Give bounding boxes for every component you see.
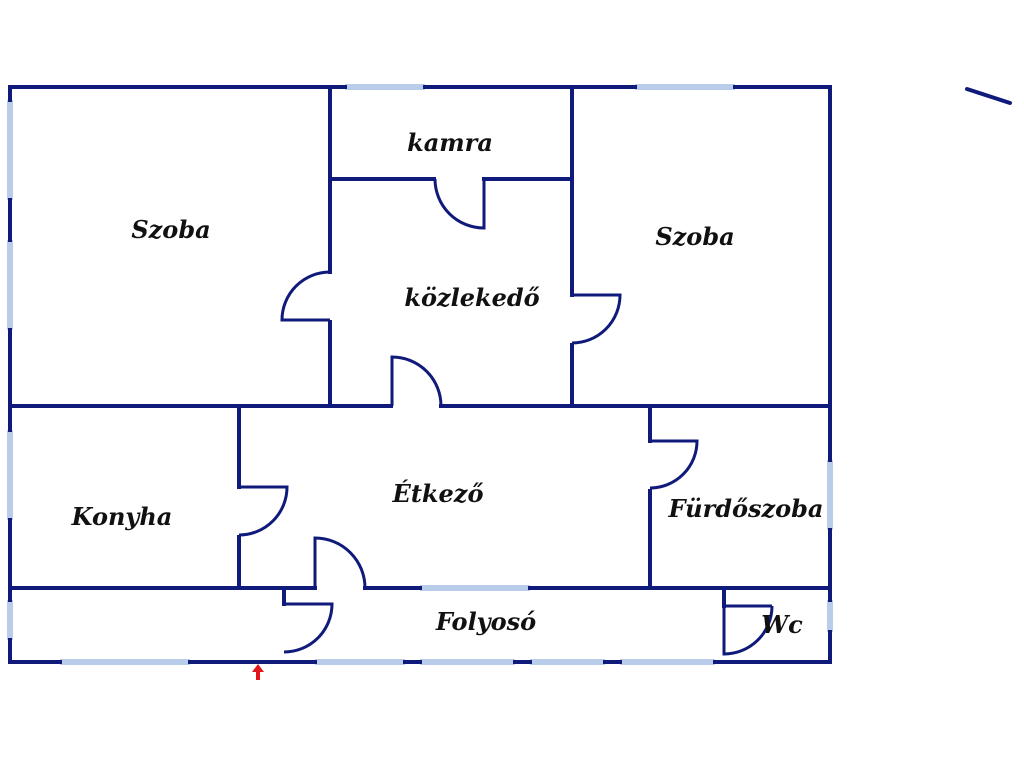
room-label-furdoszoba: Fürdőszoba	[668, 494, 824, 523]
door-furdoszoba	[649, 439, 699, 490]
room-labels: Szoba kamra Szoba közlekedő Konyha Étkez…	[71, 128, 824, 639]
room-label-szoba: Szoba	[131, 215, 210, 244]
door-kamra	[433, 178, 486, 230]
door-konyha	[238, 485, 289, 537]
door-wc	[722, 604, 774, 656]
room-label-etkezo: Étkező	[392, 479, 484, 508]
room-label-kozlekedo: közlekedő	[404, 283, 539, 312]
room-label-szoba: Szoba	[655, 222, 734, 251]
door-etkezo-folyoso	[313, 536, 367, 589]
door-szoba-right	[571, 293, 622, 345]
room-label-folyoso: Folyosó	[435, 607, 536, 636]
entrance-arrow-icon	[252, 664, 264, 680]
door-szoba-left	[280, 270, 331, 322]
door-entrance	[283, 602, 334, 654]
room-label-konyha: Konyha	[71, 502, 173, 531]
doors	[238, 178, 774, 656]
north-indicator	[965, 87, 1012, 105]
walls	[8, 85, 832, 664]
room-label-wc: Wc	[761, 610, 803, 639]
room-label-kamra: kamra	[407, 128, 493, 157]
windows	[7, 84, 833, 665]
door-kozlekedo-etkezo	[390, 355, 443, 407]
